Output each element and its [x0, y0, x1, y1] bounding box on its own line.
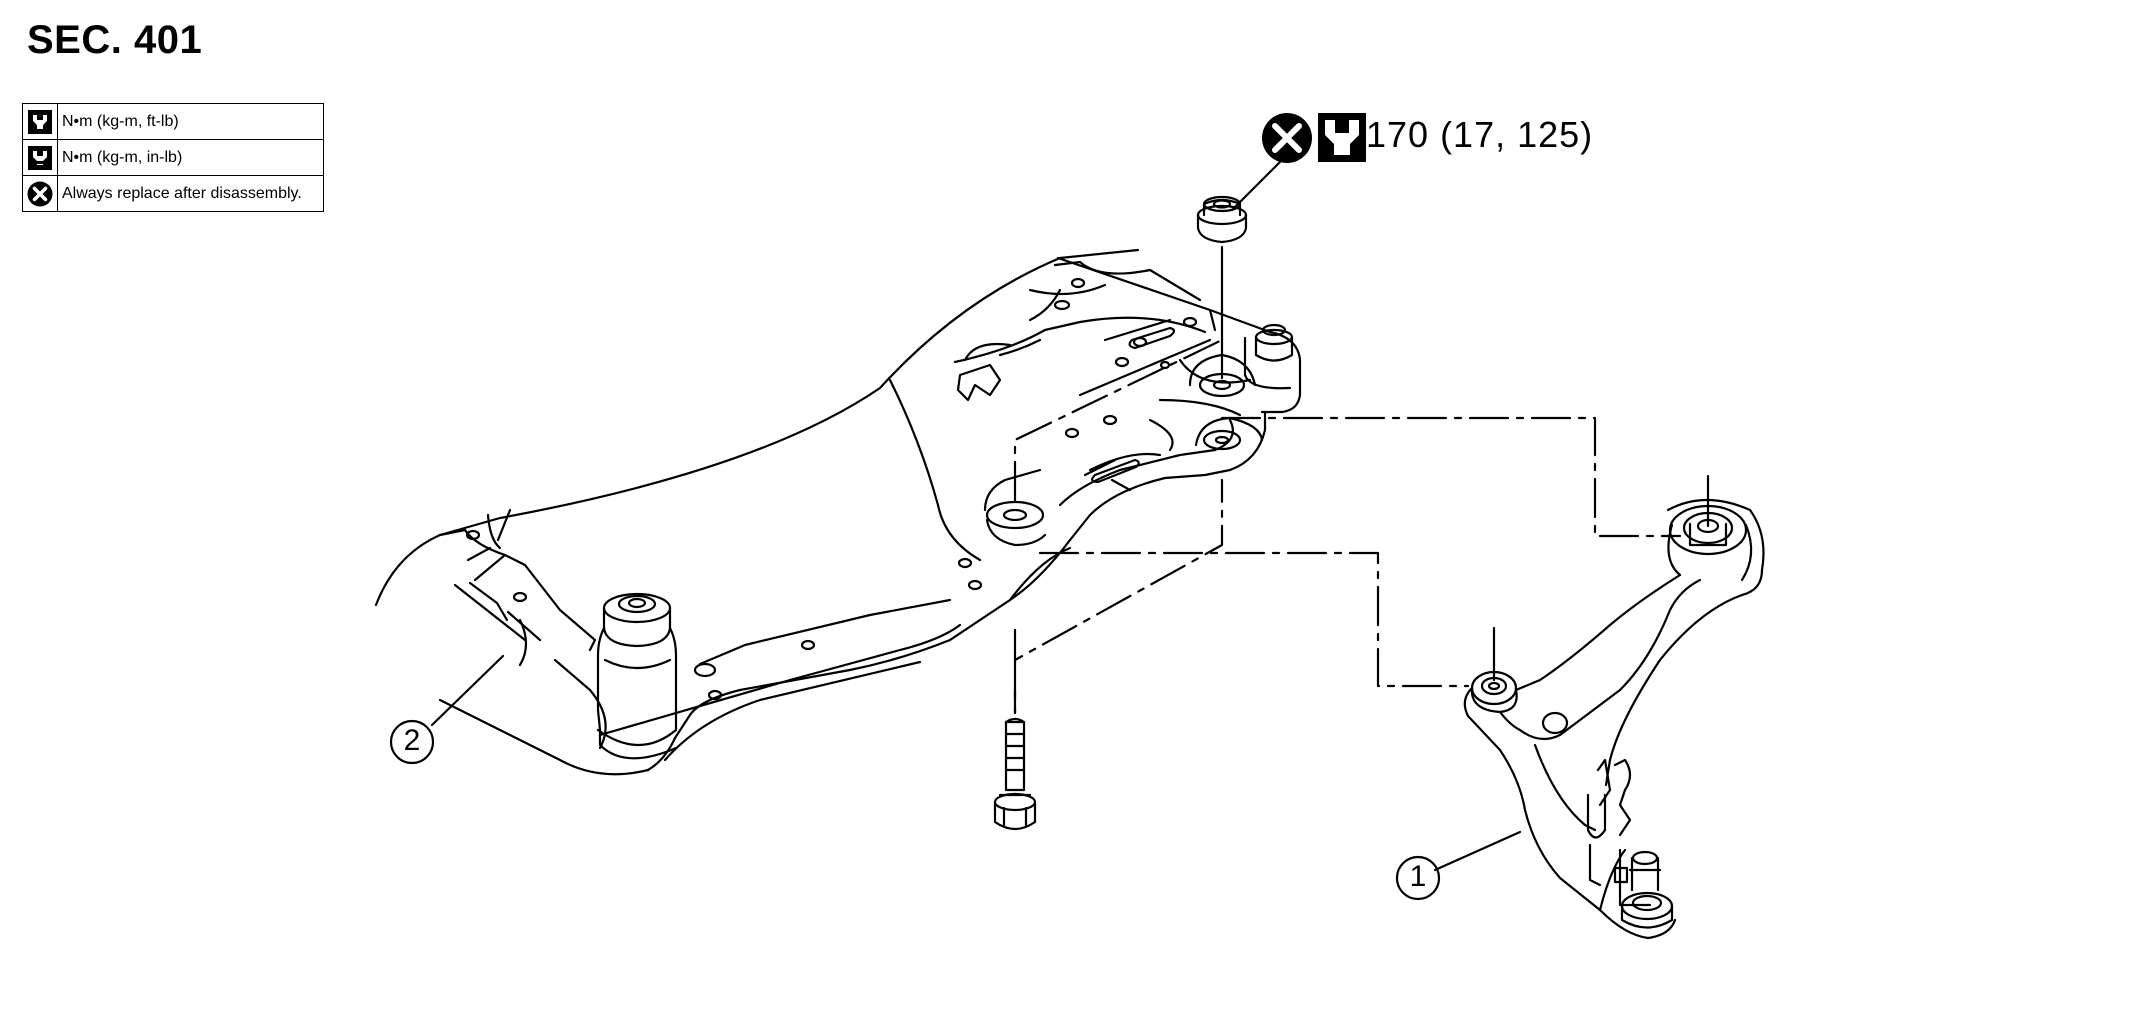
front-bushing	[596, 592, 678, 760]
section-title: SEC. 401	[27, 18, 203, 62]
alignment-lines	[1013, 338, 1682, 722]
transverse-link	[1463, 474, 1765, 940]
suspension-member	[374, 248, 1302, 776]
legend-row: N•m (kg-m, in-lb)	[22, 139, 324, 176]
mounting-bolt	[993, 688, 1037, 831]
callout-leader-1	[1433, 830, 1522, 872]
torque-wrench-small-icon	[28, 145, 52, 170]
legend-row: Always replace after disassembly.	[22, 175, 324, 212]
torque-wrench-icon	[28, 109, 52, 134]
legend-text: N•m (kg-m, in-lb)	[57, 139, 324, 176]
mounting-nut	[1196, 195, 1248, 244]
torque-wrench-icon	[1318, 113, 1366, 162]
torque-legend-table: N•m (kg-m, ft-lb) N•m (kg-m, in-lb) Alwa…	[22, 103, 324, 212]
legend-icon-cell	[22, 103, 58, 140]
legend-icon-cell	[22, 175, 58, 212]
callout-leader-2	[430, 654, 505, 727]
replace-x-icon	[27, 181, 53, 206]
callout-circle-1	[1395, 855, 1441, 901]
callout-circle-2	[389, 719, 435, 765]
replace-x-icon	[1262, 113, 1312, 163]
legend-icon-cell	[22, 139, 58, 176]
callout-number-2: 2	[403, 724, 421, 757]
legend-text: Always replace after disassembly.	[57, 175, 324, 212]
torque-spec-label: 170 (17, 125)	[1366, 114, 1594, 155]
callout-number-1: 1	[1409, 860, 1427, 893]
